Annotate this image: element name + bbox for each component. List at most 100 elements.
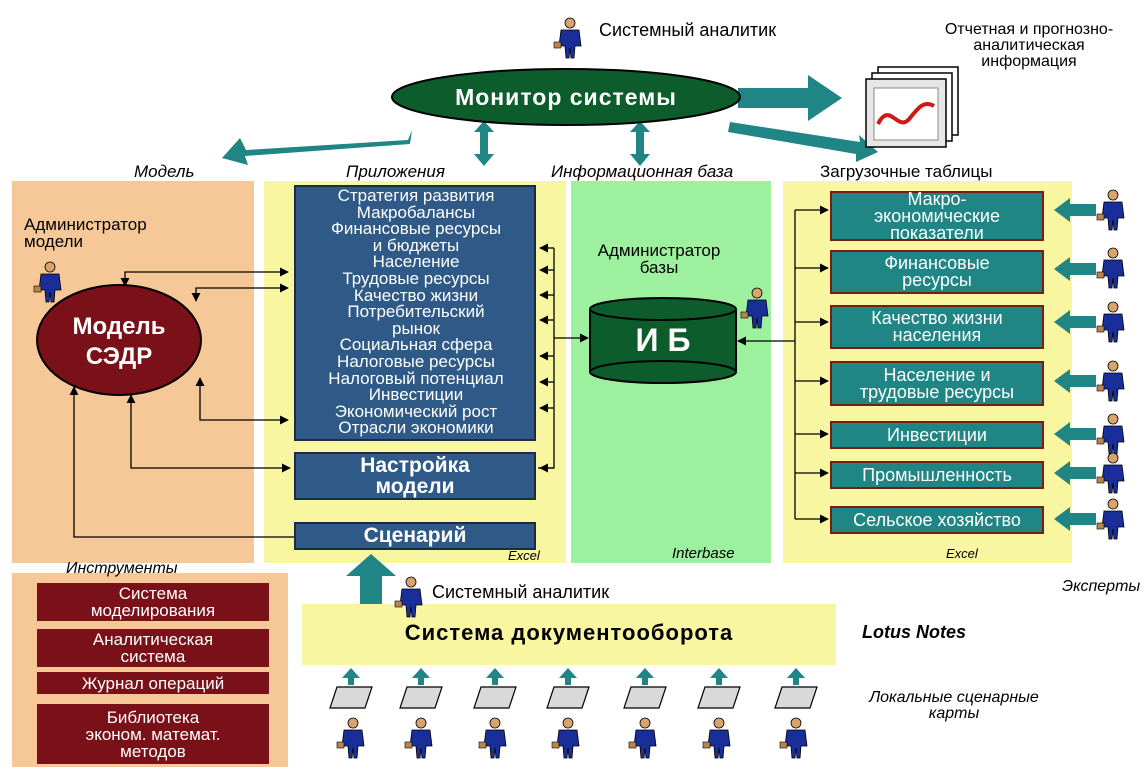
table-item-2-label: Финансовые ресурсы xyxy=(884,253,990,290)
tool-item-3-label: Журнал операций xyxy=(81,673,225,693)
local-cards-label: Локальные сценарные карты xyxy=(869,689,1039,722)
scenario-label: Сценарий xyxy=(363,524,467,547)
oval-to-apps-connector-2 xyxy=(191,283,289,302)
tool-item-2-label: Аналитическая система xyxy=(92,630,214,666)
person-icon xyxy=(404,717,433,759)
person-icon xyxy=(1096,452,1125,494)
table-item-6-label: Промышленность xyxy=(862,464,1012,485)
monitor-oval[interactable] xyxy=(391,68,741,126)
apps-list-box xyxy=(294,185,536,441)
person-icon xyxy=(1096,247,1125,289)
infobase-db-label: И Б xyxy=(635,322,691,358)
oval-to-settings-connector xyxy=(126,394,291,473)
table-item-6[interactable]: Промышленность xyxy=(830,461,1044,489)
infobase-cylinder[interactable] xyxy=(589,297,737,384)
table-item-4[interactable]: Население и трудовые ресурсы xyxy=(830,361,1044,406)
apps-list-item[interactable]: и бюджеты xyxy=(372,235,460,255)
table-item-7[interactable]: Сельское хозяйство xyxy=(830,506,1044,534)
card-arrow-5 xyxy=(636,668,654,685)
apps-list-item[interactable]: Трудовые ресурсы xyxy=(342,268,490,288)
tool-item-4[interactable]: Библиотека эконом. математ. методов xyxy=(37,704,269,764)
section-tables-label: Загрузочные таблицы xyxy=(820,162,993,181)
settings-label: Настройка модели xyxy=(360,454,470,498)
apps-bus-line xyxy=(538,248,555,469)
apps-list-item[interactable]: Население xyxy=(372,252,460,272)
section-apps-label: Приложения xyxy=(346,162,445,181)
apps-list-item[interactable]: Потребительский xyxy=(347,302,485,322)
person-icon xyxy=(336,717,365,759)
card-arrow-2 xyxy=(412,668,430,685)
apps-list-item[interactable]: Налоговые ресурсы xyxy=(337,351,495,371)
lotus-notes-label: Lotus Notes xyxy=(862,622,967,642)
table-item-2[interactable]: Финансовые ресурсы xyxy=(830,250,1044,294)
tool-item-3[interactable]: Журнал операций xyxy=(37,672,269,694)
person-icon xyxy=(1096,413,1125,455)
apps-list-item[interactable]: Налоговый потенциал xyxy=(328,368,504,388)
monitor-label: Монитор системы xyxy=(455,84,677,110)
person-icon xyxy=(702,717,731,759)
experts-label: Эксперты xyxy=(1062,578,1141,595)
table-item-7-label: Сельское хозяйство xyxy=(853,509,1021,530)
person-icon xyxy=(1096,189,1125,231)
monitor-to-report-arrow xyxy=(738,75,842,121)
apps-list-item[interactable]: Социальная сфера xyxy=(339,335,493,355)
local-card-icon-3 xyxy=(473,686,517,709)
local-card-icon-5 xyxy=(623,686,667,709)
infobase-admin-label: Администратор базы xyxy=(597,241,721,277)
tools-title: Инструменты xyxy=(66,560,178,577)
settings-box[interactable]: Настройка модели xyxy=(294,452,536,500)
table-item-1-label: Макро- экономические показатели xyxy=(874,188,1000,243)
card-arrow-6 xyxy=(710,668,728,685)
tool-item-2[interactable]: Аналитическая система xyxy=(37,629,269,667)
model-oval[interactable] xyxy=(36,284,202,396)
apps-list-item[interactable]: Качество жизни xyxy=(353,285,479,305)
monitor-to-tables-arrow xyxy=(728,122,878,162)
expert-arrow-4 xyxy=(1054,369,1096,393)
local-card-icon-6 xyxy=(697,686,741,709)
apps-list-item[interactable]: Отрасли экономики xyxy=(338,418,494,438)
person-icon-group xyxy=(33,17,1125,759)
person-icon xyxy=(628,717,657,759)
apps-list-item[interactable]: Макробалансы xyxy=(356,202,476,222)
apps-list-item[interactable]: Инвестиции xyxy=(368,385,464,405)
monitor-apps-arrow xyxy=(474,121,494,166)
model-admin-label: Администратор модели xyxy=(24,215,147,251)
local-card-icon-4 xyxy=(546,686,590,709)
docflow-to-scenario-arrow xyxy=(346,554,396,604)
table-item-1[interactable]: Макро- экономические показатели xyxy=(830,188,1044,243)
apps-list-item[interactable]: Экономический рост xyxy=(334,401,498,421)
monitor-to-model-arrow xyxy=(222,130,412,165)
expert-arrow-1 xyxy=(1054,198,1096,222)
person-icon xyxy=(33,261,62,303)
table-item-3-label: Качество жизни населения xyxy=(871,308,1003,345)
apps-list-item[interactable]: рынок xyxy=(392,318,440,338)
monitor-infobase-arrow xyxy=(630,121,650,166)
docflow-analyst-label: Системный аналитик xyxy=(432,582,610,602)
card-arrow-1 xyxy=(342,668,360,685)
person-icon xyxy=(740,287,769,329)
report-stack-icon xyxy=(865,66,959,148)
person-icon xyxy=(779,717,808,759)
tables-excel-label: Excel xyxy=(946,546,978,561)
apps-list-item[interactable]: Финансовые ресурсы xyxy=(330,219,502,239)
table-item-5[interactable]: Инвестиции xyxy=(830,421,1044,449)
local-card-icon-7 xyxy=(774,686,818,709)
card-arrow-3 xyxy=(486,668,504,685)
docflow-label: Система документооборота xyxy=(404,620,734,645)
tool-item-1[interactable]: Система моделирования xyxy=(37,583,269,621)
table-item-3[interactable]: Качество жизни населения xyxy=(830,305,1044,349)
apps-list-item[interactable]: Стратегия развития xyxy=(337,186,495,205)
tool-item-1-label: Система моделирования xyxy=(90,584,216,620)
expert-arrow-2 xyxy=(1054,257,1096,281)
expert-arrow-6 xyxy=(1054,461,1096,485)
person-icon xyxy=(478,717,507,759)
local-card-group xyxy=(329,686,818,709)
person-icon xyxy=(1096,498,1125,540)
local-card-icon-2 xyxy=(399,686,443,709)
scenario-box[interactable]: Сценарий xyxy=(294,522,536,550)
person-icon xyxy=(1096,301,1125,343)
oval-to-apps-connector-3 xyxy=(195,377,289,425)
